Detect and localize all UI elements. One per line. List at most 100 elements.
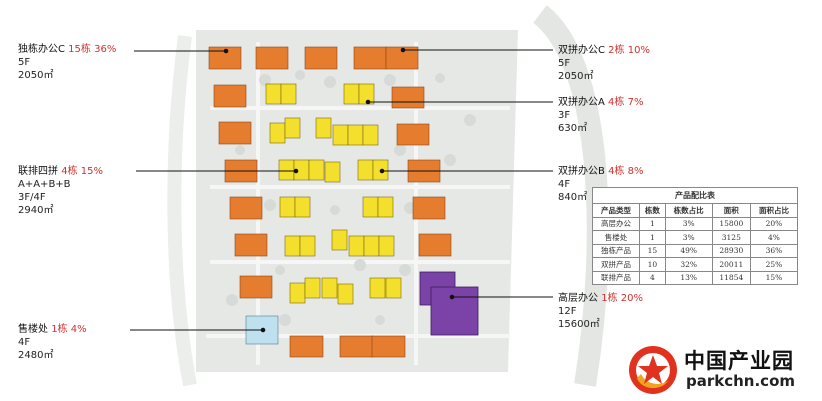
label-composition: A+A+B+B	[18, 179, 71, 190]
label-count: 1栋	[51, 324, 68, 335]
label-pct: 15%	[80, 166, 103, 177]
table-header: 栋数	[639, 203, 666, 218]
high-rise-building	[430, 286, 479, 336]
star-logo-icon	[629, 346, 677, 394]
single-office-building	[353, 46, 387, 70]
label-floors: 3F/4F	[18, 192, 46, 203]
label-high-rise-office: 高层办公 1栋 20% 12F 15600㎡	[558, 292, 643, 331]
double-office-building	[284, 117, 301, 139]
table-row: 独栋产品 15 49% 28930 36%	[591, 243, 799, 258]
landscape-right	[532, 5, 609, 387]
label-name: 高层办公	[558, 293, 598, 304]
double-office-building	[321, 277, 338, 299]
table-cell: 36%	[749, 243, 799, 258]
double-office-building	[308, 159, 325, 181]
table-cell: 49%	[664, 243, 713, 258]
table-header: 面积占比	[749, 203, 799, 218]
table-cell: 15	[639, 243, 666, 258]
double-office-building	[278, 159, 295, 181]
table-cell: 4%	[749, 230, 799, 245]
single-office-building	[234, 233, 268, 257]
double-office-building	[284, 235, 301, 257]
label-name: 双拼办公C	[558, 45, 605, 56]
label-double-office-a: 双拼办公A 4栋 7% 3F 630㎡	[558, 96, 643, 135]
table-title: 产品配比表	[592, 187, 798, 203]
double-office-building	[337, 283, 354, 305]
double-office-building	[332, 124, 349, 146]
double-office-building	[279, 196, 296, 218]
logo-text-cn: 中国产业园	[684, 349, 794, 373]
label-area: 2480㎡	[18, 350, 54, 361]
table-cell: 15800	[711, 216, 751, 231]
label-sales-office: 售楼处 1栋 4% 4F 2480㎡	[18, 323, 87, 362]
double-office-building	[289, 282, 306, 304]
double-office-building	[377, 196, 394, 218]
label-pct: 36%	[94, 44, 117, 55]
label-pct: 7%	[627, 97, 644, 108]
table-row: 联排产品 4 13% 11854 15%	[591, 270, 799, 285]
single-office-building	[412, 196, 446, 220]
label-name: 双拼办公B	[558, 166, 605, 177]
table-cell: 1	[639, 216, 666, 231]
single-office-building	[396, 123, 430, 146]
label-name: 独栋办公C	[18, 44, 65, 55]
double-office-building	[362, 124, 379, 146]
table-cell: 20%	[749, 216, 799, 231]
double-office-building	[385, 277, 402, 299]
double-office-building	[378, 235, 395, 257]
double-office-building	[358, 83, 375, 105]
label-pct: 10%	[627, 45, 650, 56]
single-office-building	[339, 335, 374, 358]
label-pct: 20%	[620, 293, 643, 304]
table-header: 面积	[711, 203, 751, 218]
label-area: 2940㎡	[18, 205, 54, 216]
label-pct: 8%	[627, 166, 644, 177]
label-name: 联排四拼	[18, 166, 58, 177]
label-count: 4栋	[608, 97, 625, 108]
label-count: 2栋	[608, 45, 625, 56]
table-cell: 3%	[664, 230, 713, 245]
label-floors: 12F	[558, 306, 577, 317]
double-office-building	[304, 277, 321, 299]
table-header: 产品类型	[591, 203, 641, 218]
table-cell: 15%	[749, 270, 799, 285]
double-office-building	[363, 235, 380, 257]
table-row: 高层办公 1 3% 15800 20%	[591, 216, 799, 231]
label-double-office-b: 双拼办公B 4栋 8% 4F 840㎡	[558, 165, 644, 204]
label-count: 15栋	[68, 44, 91, 55]
single-office-building	[289, 335, 324, 358]
table-cell: 独栋产品	[591, 243, 641, 258]
single-office-building	[218, 121, 252, 145]
single-office-building	[213, 84, 247, 108]
single-office-building	[229, 196, 263, 220]
table-cell: 32%	[664, 257, 713, 272]
double-office-building	[362, 196, 379, 218]
table-cell: 高层办公	[591, 216, 641, 231]
label-floors: 5F	[18, 57, 31, 68]
single-office-building	[208, 46, 242, 70]
table-cell: 10	[639, 257, 666, 272]
table-cell: 联排产品	[591, 270, 641, 285]
label-count: 1栋	[601, 293, 618, 304]
single-office-building	[255, 46, 289, 70]
single-office-building	[418, 233, 452, 257]
product-ratio-table: 产品配比表 产品类型 栋数 栋数占比 面积 面积占比 高层办公 1 3% 158…	[591, 187, 799, 285]
table-cell: 20011	[711, 257, 751, 272]
landscape-left	[167, 35, 197, 387]
double-office-building	[369, 277, 386, 299]
label-name: 售楼处	[18, 324, 48, 335]
table-cell: 4	[639, 270, 666, 285]
double-office-building	[347, 124, 364, 146]
double-office-building	[269, 122, 286, 144]
label-area: 15600㎡	[558, 319, 600, 330]
table-row: 售楼处 1 3% 3125 4%	[591, 230, 799, 245]
single-office-building	[304, 46, 338, 70]
table-cell: 3%	[664, 216, 713, 231]
table-cell: 28930	[711, 243, 751, 258]
label-count: 4栋	[608, 166, 625, 177]
double-office-building	[348, 235, 365, 257]
table-header-row: 产品类型 栋数 栋数占比 面积 面积占比	[591, 203, 799, 218]
single-office-building	[239, 275, 273, 299]
label-pct: 4%	[70, 324, 87, 335]
